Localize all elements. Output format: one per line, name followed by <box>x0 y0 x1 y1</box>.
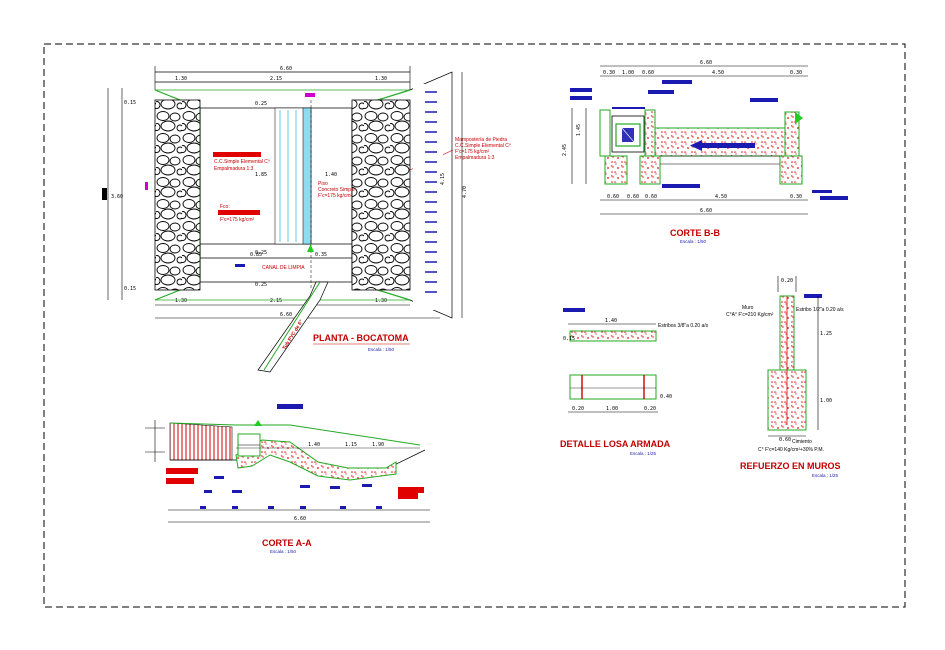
bb-dim-left-1: 1.45 <box>576 124 582 136</box>
detalle-losa: 1.40 0.15 Estribos 3/8"a 0.20 a/s 0.40 0… <box>560 308 709 456</box>
planta-dim-right-2: 4.70 <box>462 186 468 198</box>
stone-fill-right <box>351 99 411 291</box>
stone-fill-left <box>154 99 201 291</box>
planta-dim-left-3: 0.15 <box>124 286 136 292</box>
planta-bocatoma: 6.60 1.30 2.15 1.30 0.15 3.60 0.15 1.30 … <box>102 66 511 373</box>
corte-bb-scale: Escala : 1/50 <box>680 239 707 244</box>
bb-dim-top-2: 1.00 <box>622 70 634 76</box>
inner-dim-1: 0.25 <box>255 101 267 107</box>
losa-note: Estribos 3/8"a 0.20 a/s <box>658 323 709 329</box>
bb-dim-left-2: 2.45 <box>562 144 568 156</box>
losa-dim-1: 1.40 <box>605 318 617 324</box>
refuerzo-note-5: C° F'c=140 Kg/cm²+30% P.M. <box>758 447 824 453</box>
planta-dim-bot-2: 2.15 <box>270 298 282 304</box>
refuerzo-note-2: Muro <box>742 305 754 311</box>
planta-dim-bot-3: 1.30 <box>375 298 387 304</box>
planta-dim-top-3: 1.30 <box>375 76 387 82</box>
bb-dim-bot-4: 4.50 <box>715 194 727 200</box>
losa-dim-6: 0.20 <box>644 406 656 412</box>
planta-note-center-3: F'c=175 kg/cm² <box>318 193 352 199</box>
losa-dim-3: 0.40 <box>660 394 672 400</box>
losa-title: DETALLE LOSA ARMADA <box>560 439 671 449</box>
inner-dim-3: 0.25 <box>255 250 267 256</box>
planta-title: PLANTA - BOCATOMA <box>313 333 409 343</box>
bb-dim-bot-1: 0.60 <box>607 194 619 200</box>
aa-dim-2: 1.15 <box>345 442 357 448</box>
planta-dim-left-2: 3.60 <box>111 194 123 200</box>
planta-note-center-1: Piso <box>318 181 328 187</box>
planta-dim-top-2: 2.15 <box>270 76 282 82</box>
sheet-border <box>43 43 906 608</box>
inner-dim-4: 0.25 <box>255 282 267 288</box>
refuerzo-muros: 0.20 Estribo 1/2"a 0.20 a/s Muro C°A° F'… <box>726 276 844 478</box>
water-channel <box>302 107 312 245</box>
planta-note-right-4: Empalmadura 1:3 <box>455 155 495 161</box>
losa-dim-5: 1.00 <box>606 406 618 412</box>
aa-concrete-body <box>235 439 397 481</box>
aa-dim-3: 1.90 <box>372 442 384 448</box>
planta-note-center-2: Concreto Simple <box>318 187 355 193</box>
bb-dim-bot-total: 6.60 <box>700 208 712 214</box>
planta-note-right-1: Mampostería de Piedra <box>455 137 507 143</box>
corte-aa: 1.40 1.15 1.90 6.60 CORTE A-A Escala : 1… <box>145 404 430 554</box>
flow-arrows <box>425 91 437 293</box>
planta-note-fill-2: Empalmadura 1:3 <box>214 166 254 172</box>
inner-dim-2: 1.85 <box>255 172 267 178</box>
bb-dim-bot-5: 0.30 <box>790 194 802 200</box>
corte-bb-title: CORTE B-B <box>670 228 720 238</box>
inner-dim-7: 0.85 <box>250 252 262 258</box>
aa-dim-1: 1.40 <box>308 442 320 448</box>
inner-dim-5: 1.40 <box>325 172 337 178</box>
inner-dim-6: 0.35 <box>315 252 327 258</box>
refuerzo-scale: Escala : 1/25 <box>812 473 839 478</box>
corte-aa-title: CORTE A-A <box>262 538 312 548</box>
canal-limpia-label: CANAL DE LIMPIA <box>262 265 305 271</box>
bb-dim-top-4: 4.50 <box>712 70 724 76</box>
refuerzo-note-1: Estribo 1/2"a 0.20 a/s <box>796 307 844 313</box>
aa-dim-total: 6.60 <box>294 516 306 522</box>
refuerzo-note-3: C°A° F'c=210 Kg/cm² <box>726 312 774 318</box>
planta-dim-bot-1: 1.30 <box>175 298 187 304</box>
bb-dim-top-total: 6.60 <box>700 60 712 66</box>
bb-dim-top-3: 0.60 <box>642 70 654 76</box>
refuerzo-note-4: Cimiento <box>792 439 812 445</box>
refuerzo-dim-1: 0.20 <box>781 278 793 284</box>
losa-scale: Escala : 1/25 <box>630 451 657 456</box>
refuerzo-title: REFUERZO EN MUROS <box>740 461 841 471</box>
bb-dim-top-1: 0.30 <box>603 70 615 76</box>
corte-bb: 6.60 0.30 1.00 0.60 4.50 0.30 <box>562 60 848 244</box>
planta-dim-right-1: 4.15 <box>440 173 446 185</box>
planta-scale: Escala : 1/50 <box>368 347 395 352</box>
refuerzo-dim-2: 1.25 <box>820 331 832 337</box>
planta-note-conc-1: Fco: <box>220 204 230 210</box>
corte-aa-scale: Escala : 1/50 <box>270 549 297 554</box>
planta-dim-bot-total: 6.60 <box>280 312 292 318</box>
planta-note-right-3: F'c=175 kg/cm² <box>455 149 489 155</box>
bb-dim-top-5: 0.30 <box>790 70 802 76</box>
bb-slab <box>654 127 786 157</box>
bb-dim-bot-2: 0.60 <box>627 194 639 200</box>
planta-note-conc-2: F'c=175 kg/cm² <box>220 217 254 223</box>
refuerzo-dim-4: 0.60 <box>779 437 791 443</box>
losa-dim-2: 0.15 <box>563 336 575 342</box>
bb-dim-bot-3: 0.60 <box>645 194 657 200</box>
losa-dim-4: 0.20 <box>572 406 584 412</box>
refuerzo-dim-3: 1.00 <box>820 398 832 404</box>
planta-note-right-2: C.C.Simple Elemental Cº <box>455 143 511 149</box>
planta-dim-left-1: 0.15 <box>124 100 136 106</box>
planta-dim-top-1: 1.30 <box>175 76 187 82</box>
planta-note-fill-1: C.C.Simple Elemental Cº <box>214 159 270 165</box>
planta-dim-top-total: 6.60 <box>280 66 292 72</box>
